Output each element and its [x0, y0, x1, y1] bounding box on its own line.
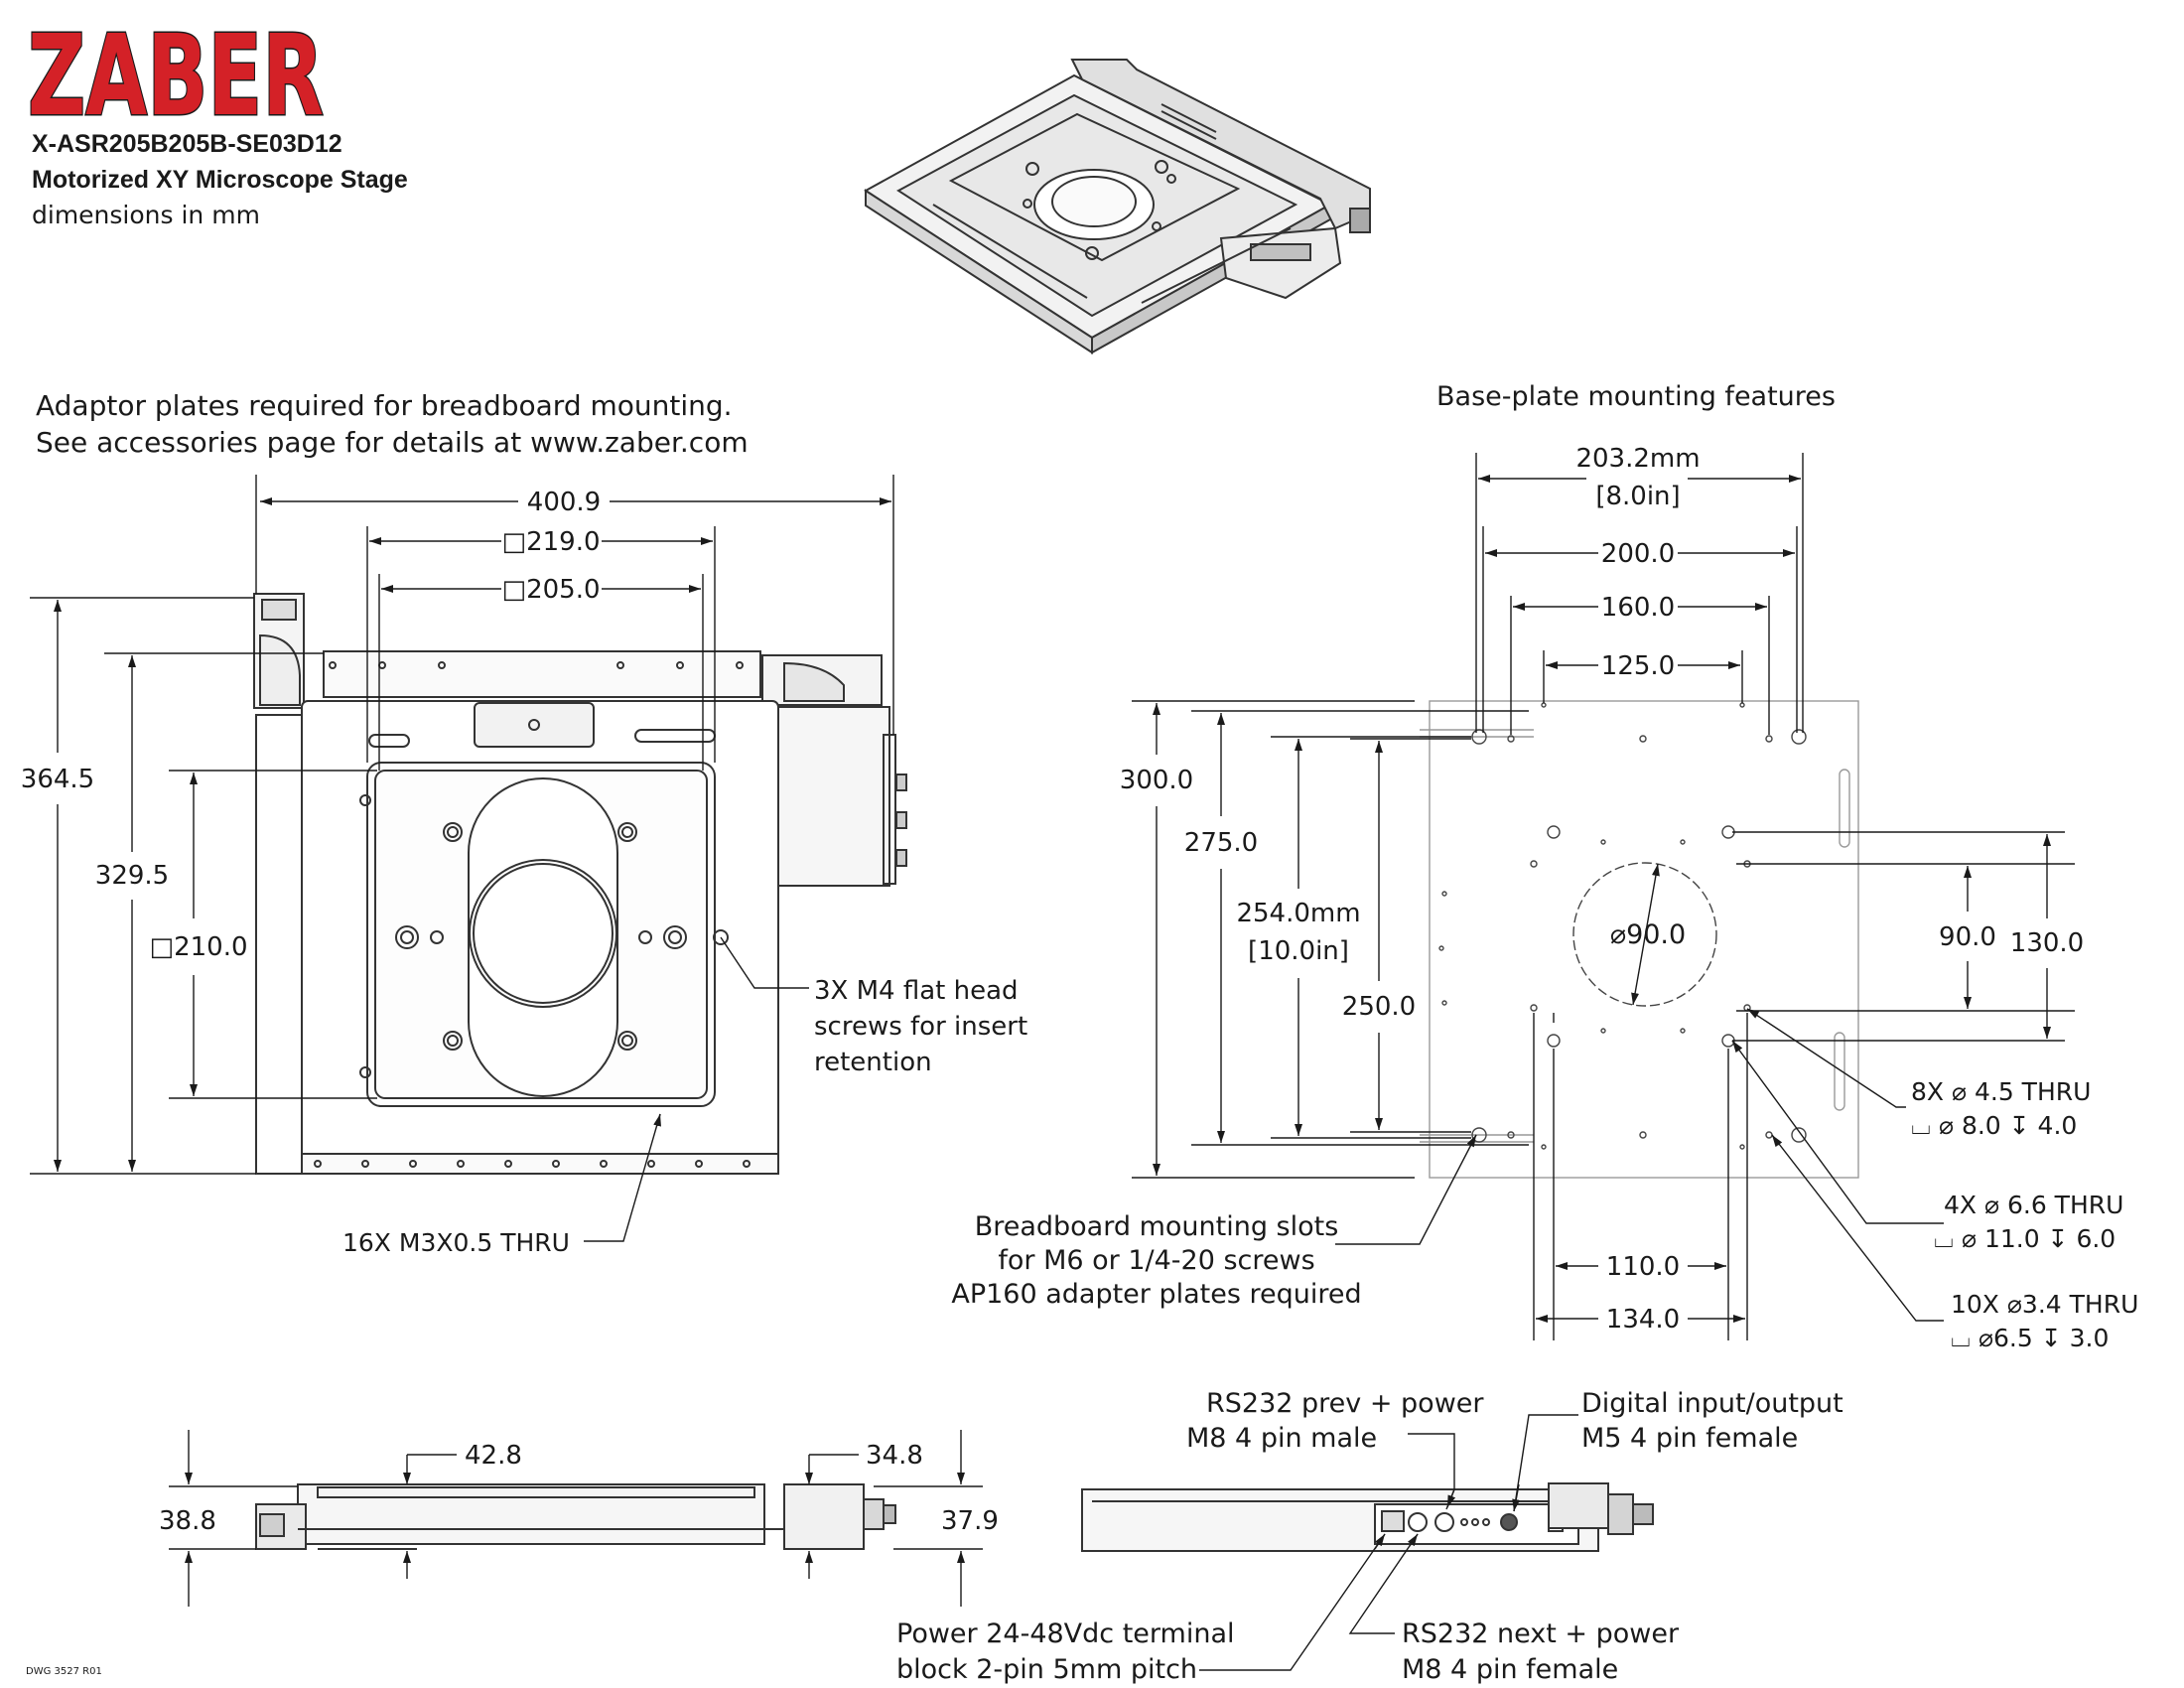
dim-125: 125.0: [1601, 651, 1675, 681]
part-number: X-ASR205B205B-SE03D12: [32, 130, 342, 158]
base-plate-dimensions: [1132, 453, 2075, 1340]
callout-m3: 16X M3X0.5 THRU: [342, 1228, 570, 1257]
units-note: dimensions in mm: [32, 201, 260, 229]
side-view-stage: [255, 1483, 896, 1550]
dim-8in: [8.0in]: [1595, 482, 1680, 511]
baseplate-title: Base-plate mounting features: [1436, 381, 1836, 412]
top-view-dimension-labels: 400.9 □219.0 □205.0 364.5 329.5 □210.0 3…: [21, 488, 1027, 1257]
drawing-number: DWG 3527 R01: [26, 1666, 102, 1677]
product-name: Motorized XY Microscope Stage: [32, 166, 408, 194]
dim-203mm: 203.2mm: [1575, 444, 1700, 474]
dim-160: 160.0: [1601, 593, 1675, 623]
hole-spec-10x-line1: 10X ⌀3.4 THRU: [1951, 1290, 2138, 1319]
title-block: ZABER X-ASR205B205B-SE03D12 Motorized XY…: [26, 11, 408, 1678]
rs232-prev-line2: M8 4 pin male: [1186, 1423, 1377, 1454]
power-line1: Power 24-48Vdc terminal: [896, 1618, 1235, 1649]
rs232-next-line1: RS232 next + power: [1402, 1618, 1680, 1649]
connector-view-stage: [1081, 1482, 1654, 1552]
slots-note-line2: for M6 or 1/4-20 screws: [998, 1245, 1314, 1276]
slots-note-line1: Breadboard mounting slots: [975, 1211, 1339, 1242]
dim-134: 134.0: [1606, 1305, 1680, 1335]
callout-m4-line3: retention: [814, 1048, 932, 1077]
dim-300: 300.0: [1120, 766, 1193, 795]
dim-90: 90.0: [1939, 922, 1996, 952]
adaptor-note-line2: See accessories page for details at www.…: [36, 426, 749, 459]
adaptor-note-line1: Adaptor plates required for breadboard m…: [36, 389, 733, 422]
dim-37-9: 37.9: [941, 1506, 999, 1536]
dim-width-400: 400.9: [527, 488, 601, 517]
top-view-notes: Adaptor plates required for breadboard m…: [36, 389, 749, 459]
callout-m4-line1: 3X M4 flat head: [814, 976, 1019, 1006]
top-view-dimensions: [30, 475, 894, 1242]
dim-10in: [10.0in]: [1248, 936, 1349, 966]
dim-sq210: □210.0: [150, 932, 248, 962]
dim-275: 275.0: [1184, 828, 1258, 858]
dim-254mm: 254.0mm: [1236, 899, 1360, 928]
rs232-prev-line1: RS232 prev + power: [1206, 1388, 1484, 1419]
side-view-dimension-labels: 42.8 34.8 38.8 37.9: [159, 1441, 999, 1536]
hole-spec-8x-line2: ⌴ ⌀ 8.0 ↧ 4.0: [1911, 1111, 2077, 1140]
dim-110: 110.0: [1606, 1252, 1680, 1282]
hole-spec-4x-line1: 4X ⌀ 6.6 THRU: [1944, 1191, 2123, 1219]
dim-329: 329.5: [95, 861, 169, 891]
dim-200: 200.0: [1601, 539, 1675, 569]
base-plate-drawing: [1420, 700, 1859, 1179]
dim-250: 250.0: [1342, 992, 1416, 1022]
dim-height-364: 364.5: [21, 765, 94, 794]
connector-leaders: [1199, 1414, 1578, 1671]
dim-sq205: □205.0: [502, 575, 601, 605]
power-line2: block 2-pin 5mm pitch: [896, 1654, 1197, 1685]
slots-note-line3: AP160 adapter plates required: [951, 1279, 1361, 1310]
dim-sq219: □219.0: [502, 527, 601, 557]
side-view-dimensions: [169, 1430, 983, 1607]
digital-io-line1: Digital input/output: [1581, 1388, 1843, 1419]
hole-spec-10x-line2: ⌴ ⌀6.5 ↧ 3.0: [1951, 1324, 2109, 1352]
zaber-logo: ZABER: [28, 12, 324, 141]
dim-34-8: 34.8: [866, 1441, 923, 1471]
hole-spec-8x-line1: 8X ⌀ 4.5 THRU: [1911, 1077, 2091, 1106]
digital-io-line2: M5 4 pin female: [1581, 1423, 1798, 1454]
top-view-stage: [253, 593, 907, 1175]
dim-38-8: 38.8: [159, 1506, 216, 1536]
rs232-next-line2: M8 4 pin female: [1402, 1654, 1618, 1685]
dim-130: 130.0: [2010, 928, 2084, 958]
isometric-stage-view: [864, 59, 1371, 354]
dim-42-8: 42.8: [465, 1441, 522, 1471]
base-plate-dimension-labels: 203.2mm [8.0in] 200.0 160.0 125.0 300.0 …: [951, 444, 2138, 1352]
hole-spec-4x-line2: ⌴ ⌀ 11.0 ↧ 6.0: [1934, 1224, 2116, 1253]
dim-diameter-90: ⌀90.0: [1610, 919, 1686, 950]
connector-labels: RS232 prev + power M8 4 pin male Digital…: [896, 1388, 1843, 1685]
callout-m4-line2: screws for insert: [814, 1012, 1027, 1042]
